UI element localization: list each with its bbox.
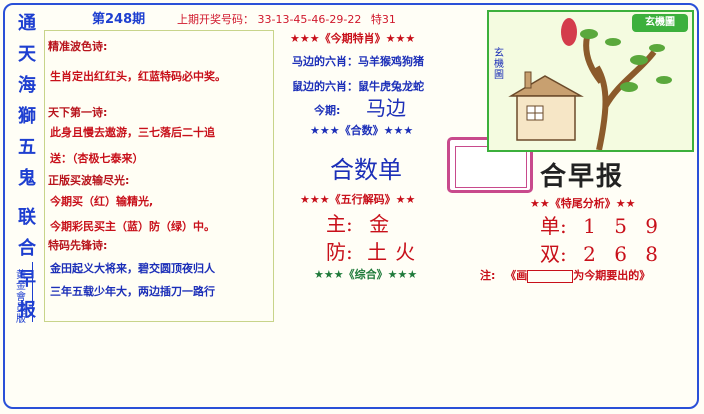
rat-six-value: 鼠牛虎兔龙蛇: [358, 80, 424, 93]
section-title: 正版买波输尽光:: [48, 174, 130, 187]
heshu-header-text: 《合数》: [339, 124, 384, 137]
star-decoration: ★★★: [387, 268, 418, 281]
vertical-title-char: 海: [18, 75, 36, 96]
vertical-title-char: 天: [18, 44, 36, 65]
vertical-title-char: 五: [18, 137, 36, 158]
odd-value: 1 5 9: [583, 214, 664, 238]
house-icon: [516, 95, 576, 141]
paper-title: 合早报: [540, 162, 625, 192]
star-decoration: ★★★: [385, 32, 416, 45]
star-decoration: ★★★: [300, 193, 330, 206]
poem-line: 金田起义大将来，碧交圆顶夜归人: [50, 262, 215, 275]
previous-result: 上期开奖号码： 33-13-45-46-29-22 特31: [177, 11, 396, 27]
previous-result-numbers: 33-13-45-46-29-22: [257, 13, 362, 26]
rat-six-label: 鼠边的六肖：: [292, 80, 358, 93]
star-decoration: ★★★: [290, 32, 320, 45]
vertical-title-char: 鬼: [18, 168, 36, 189]
note-text: 为今期要出的》: [573, 269, 651, 282]
main-row: 主: 金: [326, 208, 389, 237]
poem-line: 今期彩民买主（蓝）防（绿）中。: [50, 220, 215, 233]
section-title: 天下第一诗:: [48, 106, 108, 119]
note-open: 《画: [505, 269, 528, 282]
combined-header: ★★★《综合》★★★: [314, 266, 417, 282]
vertical-title: 通 天 海 獅 五 鬼 联 合 早 报: [12, 8, 42, 326]
odd-label: 单:: [540, 214, 567, 238]
star-decoration: ★★: [615, 197, 636, 210]
even-value: 2 6 8: [583, 242, 664, 266]
note-prefix: 注:: [480, 269, 496, 282]
vertical-divider: [32, 262, 33, 322]
rat-six-row: 鼠边的六肖：鼠牛虎兔龙蛇: [292, 78, 424, 94]
previous-result-label: 上期开奖号码：: [177, 13, 254, 26]
star-decoration: ★★: [395, 193, 416, 206]
combined-header-text: 《综合》: [343, 268, 388, 281]
note-row: 注: 《画 为今期要出的》: [480, 267, 650, 283]
vertical-title-char: 通: [18, 13, 36, 34]
outer-frame: [3, 3, 699, 409]
hint-picture: [487, 10, 694, 152]
poem-line: 生肖定出红红头，红蓝特码必中奖。: [50, 70, 226, 83]
main-label: 主:: [326, 212, 353, 236]
this-issue-label: 今期:: [314, 104, 341, 117]
poem-line: 三年五载少年大，两边插刀一路行: [50, 285, 215, 298]
star-decoration: ★★: [530, 197, 550, 210]
red-lantern-icon: [561, 18, 577, 46]
poem-line: 今期买（红）输精光,: [50, 195, 154, 208]
vertical-title-char: 报: [18, 300, 36, 321]
vertical-title-char: 联: [18, 207, 36, 228]
analysis-header: ★★《特尾分析》★★: [530, 195, 635, 211]
house-roof-icon: [508, 75, 584, 97]
even-label: 双:: [540, 242, 567, 266]
issue-number: 第248期: [92, 12, 146, 27]
defend-label: 防:: [326, 240, 353, 264]
star-decoration: ★★★: [383, 124, 414, 137]
vertical-subtitle: 黄金會员版: [16, 270, 26, 325]
analysis-header-text: 《特尾分析》: [549, 197, 616, 210]
star-decoration: ★★★: [310, 124, 340, 137]
heshu-value: 合数单: [330, 156, 402, 184]
section-title: 精准波色诗:: [48, 40, 108, 53]
defend-value: 土火: [367, 240, 424, 264]
note-blank-box: [527, 269, 574, 283]
logo-badge: 玄機圖: [632, 14, 688, 32]
defend-row: 防: 土火: [326, 236, 423, 265]
vertical-title-char: 合: [18, 238, 36, 259]
poem-line: 送：（杏极七泰来）: [50, 152, 144, 165]
section-title: 特码先锋诗:: [48, 239, 108, 252]
special-header: ★★★《今期特肖》★★★: [290, 30, 415, 46]
star-decoration: ★★★: [314, 268, 344, 281]
even-row: 双: 2 6 8: [540, 238, 664, 267]
vertical-title-char: 獅: [18, 106, 36, 127]
main-value: 金: [369, 212, 390, 236]
vertical-title-char: 早: [18, 269, 36, 290]
left-poem-panel: [44, 30, 274, 322]
house-tree-illustration: [508, 18, 672, 151]
horse-six-row: 马边的六肖：马羊猴鸡狗猪: [292, 53, 424, 69]
this-issue-value: 马边: [366, 96, 406, 120]
horse-six-value: 马羊猴鸡狗猪: [358, 55, 424, 68]
five-elements-header: ★★★《五行解码》★★: [300, 191, 415, 207]
poem-line: 此身且慢去遨游，三七落后二十追: [50, 126, 215, 139]
picture-side-label: 玄機圖: [494, 48, 504, 81]
special-header-text: 《今期特肖》: [319, 32, 386, 45]
horse-six-label: 马边的六肖：: [292, 55, 358, 68]
heshu-header: ★★★《合数》★★★: [310, 122, 413, 138]
odd-row: 单: 1 5 9: [540, 210, 664, 239]
previous-special: 特31: [370, 13, 396, 26]
tree-icon: [583, 36, 657, 151]
five-elements-header-text: 《五行解码》: [329, 193, 396, 206]
